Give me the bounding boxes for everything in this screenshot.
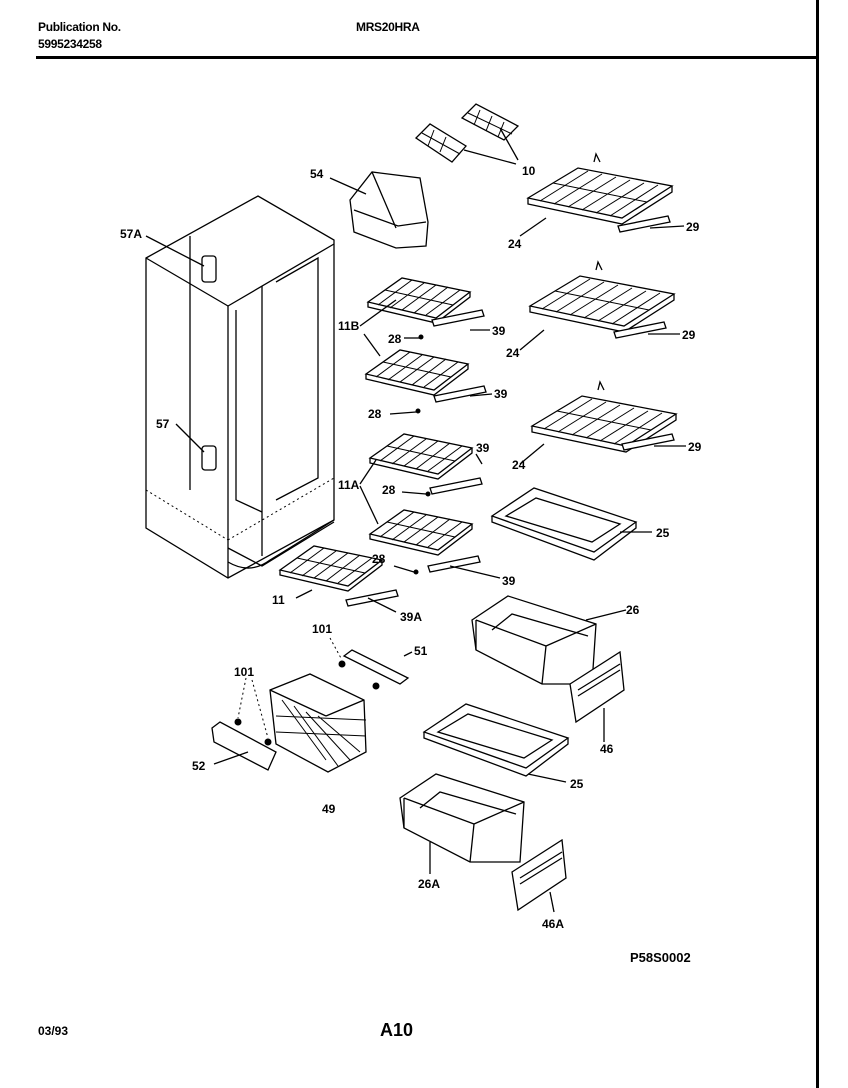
crisper-cover-lower — [423, 703, 569, 777]
ice-bucket — [349, 171, 429, 249]
callout-11: 11 — [272, 593, 285, 607]
fastener-28-b — [415, 408, 421, 414]
callout-39-c: 39 — [476, 441, 490, 455]
callout-25-lower: 25 — [570, 777, 584, 791]
callout-29-mid: 29 — [682, 328, 696, 342]
shelf-11a-upper — [369, 433, 473, 480]
callout-39A: 39A — [400, 610, 422, 624]
shelf-11b-lower — [365, 349, 469, 396]
meat-drawer — [399, 773, 525, 863]
callout-26A: 26A — [418, 877, 440, 891]
model-number: MRS20HRA — [356, 20, 420, 34]
callout-24-mid: 24 — [506, 346, 520, 360]
callout-51: 51 — [414, 644, 428, 658]
freezer-shelf-1 — [527, 153, 673, 225]
crisper-cover-upper — [491, 487, 637, 561]
leader-lines — [145, 127, 686, 913]
callout-24-low: 24 — [512, 458, 526, 472]
callout-labels: 10 54 29 24 57A 11B 28 39 29 24 28 39 57… — [120, 164, 702, 931]
shelf-trim-11a-lower — [427, 555, 481, 573]
footer-date: 03/93 — [38, 1024, 69, 1038]
page-number: A10 — [380, 1020, 414, 1040]
shelf-11 — [279, 545, 383, 592]
callout-28-b: 28 — [368, 407, 382, 421]
callout-28-c: 28 — [382, 483, 396, 497]
callout-28-d: 28 — [372, 552, 386, 566]
callout-52: 52 — [192, 759, 206, 773]
callout-26: 26 — [626, 603, 640, 617]
basket-bracket — [211, 721, 277, 771]
callout-57: 57 — [156, 417, 170, 431]
door-hinge-bottom — [201, 445, 217, 471]
publication-number: 5995234258 — [38, 37, 102, 51]
callout-39-a: 39 — [492, 324, 506, 338]
crisper-drawer — [471, 595, 597, 685]
screw-101-d — [264, 738, 272, 746]
callout-29-low: 29 — [688, 440, 702, 454]
callout-46: 46 — [600, 742, 614, 756]
diagram-code: P58S0002 — [630, 950, 691, 965]
shelf-trim-1 — [617, 215, 671, 233]
callout-101-b: 101 — [234, 665, 254, 679]
shelf-trim-11a-upper — [429, 477, 483, 495]
fastener-28-d — [413, 569, 419, 575]
basket-rail — [342, 649, 410, 685]
freezer-shelf-2 — [529, 261, 675, 333]
door-hinge-top — [201, 255, 217, 283]
screw-101-c — [234, 718, 242, 726]
callout-54: 54 — [310, 167, 324, 181]
callout-57A: 57A — [120, 227, 142, 241]
publication-label: Publication No. — [38, 20, 121, 34]
callout-101-a: 101 — [312, 622, 332, 636]
callout-39-b: 39 — [494, 387, 508, 401]
cabinet-drawing — [145, 195, 335, 579]
callout-28-a: 28 — [388, 332, 402, 346]
shelf-trim-11 — [345, 589, 399, 607]
callout-11B: 11B — [338, 319, 360, 333]
callout-10: 10 — [522, 164, 536, 178]
callout-49: 49 — [322, 802, 336, 816]
callout-39-d: 39 — [502, 574, 516, 588]
screw-101-b — [372, 682, 380, 690]
header-rule — [36, 56, 816, 59]
callout-25-upper: 25 — [656, 526, 670, 540]
fastener-28-c — [425, 491, 431, 497]
callout-29-top: 29 — [686, 220, 700, 234]
callout-11A: 11A — [338, 478, 360, 492]
right-border — [816, 0, 819, 1088]
shelf-11a-lower — [369, 509, 473, 556]
callout-24-top: 24 — [508, 237, 522, 251]
callout-46A: 46A — [542, 917, 564, 931]
screw-101-a — [338, 660, 346, 668]
freezer-basket — [269, 673, 367, 773]
